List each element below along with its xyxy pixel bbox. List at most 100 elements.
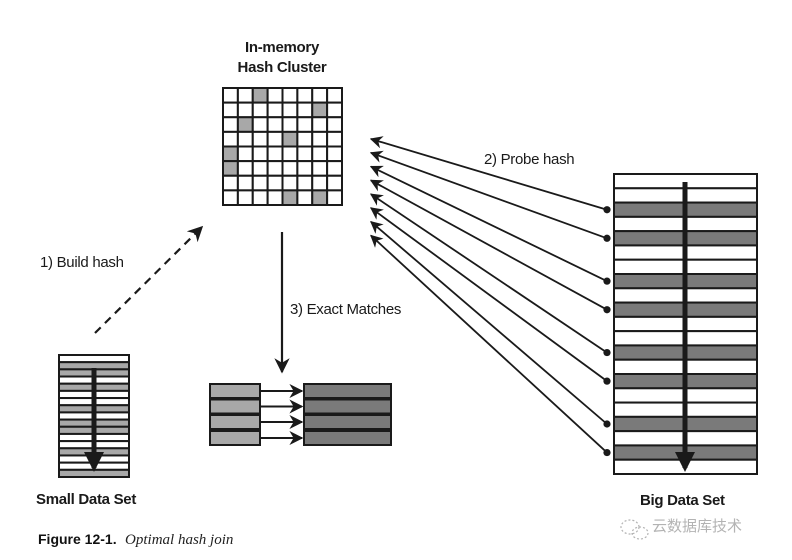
hash-cell bbox=[222, 101, 239, 119]
probe-arrow bbox=[369, 165, 608, 282]
hash-cell bbox=[222, 189, 239, 206]
hash-cell bbox=[266, 145, 284, 163]
build-hash-arrow bbox=[94, 225, 204, 334]
hash-cell bbox=[296, 174, 314, 192]
probe-arrow bbox=[369, 179, 608, 311]
hash-cell bbox=[266, 130, 284, 148]
hash-cell bbox=[251, 130, 269, 148]
watermark: 云数据库技术 bbox=[620, 517, 742, 540]
hash-cell bbox=[311, 101, 329, 119]
probe-arrow bbox=[369, 193, 608, 354]
watermark-text: 云数据库技术 bbox=[652, 517, 742, 535]
figure-number: Figure 12-1. bbox=[38, 531, 117, 547]
probe-source-dot bbox=[603, 348, 611, 357]
probe-arrow bbox=[369, 207, 608, 382]
match-left-row bbox=[209, 414, 261, 430]
probe-hash-label: 2) Probe hash bbox=[484, 151, 574, 168]
hash-cluster-title-line1: In-memory bbox=[245, 39, 320, 56]
probe-source-dot bbox=[603, 234, 611, 242]
hash-cell bbox=[281, 116, 299, 133]
hash-cell bbox=[251, 160, 269, 177]
hash-cell bbox=[281, 174, 299, 192]
small-data-set-table bbox=[58, 354, 130, 478]
hash-cell bbox=[251, 174, 269, 192]
hash-cell bbox=[296, 101, 314, 119]
hash-cell bbox=[281, 145, 299, 163]
hash-cell bbox=[236, 145, 254, 163]
hash-cell bbox=[326, 174, 343, 192]
data-row bbox=[58, 354, 130, 364]
hash-cell bbox=[326, 189, 343, 206]
hash-cell bbox=[222, 87, 239, 104]
hash-cell bbox=[311, 160, 329, 177]
hash-cell bbox=[251, 189, 269, 206]
match-right-row bbox=[303, 398, 392, 415]
hash-cell bbox=[281, 160, 299, 177]
small-data-set-label: Small Data Set bbox=[36, 491, 136, 508]
probe-source-dot bbox=[603, 448, 611, 457]
hash-cell bbox=[281, 189, 299, 206]
probe-source-dot bbox=[603, 306, 611, 314]
match-pairs bbox=[209, 383, 392, 446]
match-left-row bbox=[209, 398, 261, 415]
hash-cell bbox=[326, 87, 343, 104]
match-left-row bbox=[209, 383, 261, 399]
hash-cell bbox=[326, 145, 343, 163]
hash-cell bbox=[266, 116, 284, 133]
hash-cell bbox=[222, 130, 239, 148]
probe-arrow bbox=[370, 234, 608, 454]
probe-arrows bbox=[369, 136, 611, 457]
probe-source-dot bbox=[603, 206, 611, 214]
build-hash-label: 1) Build hash bbox=[40, 254, 124, 271]
hash-cell bbox=[266, 160, 284, 177]
hash-cell bbox=[281, 101, 299, 119]
hash-cell bbox=[222, 174, 239, 192]
hash-cell bbox=[236, 87, 254, 104]
hash-cell bbox=[236, 116, 254, 133]
probe-arrow bbox=[370, 220, 608, 425]
hash-cell bbox=[251, 87, 269, 104]
big-data-set-label: Big Data Set bbox=[640, 492, 725, 509]
hash-cell bbox=[326, 116, 343, 133]
hash-cell bbox=[311, 145, 329, 163]
wechat-icon bbox=[620, 519, 649, 540]
probe-source-dot bbox=[603, 377, 611, 385]
match-left-row bbox=[209, 430, 261, 446]
hash-cell bbox=[266, 101, 284, 119]
hash-cell bbox=[326, 101, 343, 119]
hash-cell bbox=[266, 174, 284, 192]
hash-cell bbox=[236, 130, 254, 148]
hash-cell bbox=[311, 174, 329, 192]
hash-cell bbox=[311, 116, 329, 133]
hash-cell bbox=[311, 189, 329, 206]
hash-cell bbox=[281, 87, 299, 104]
hash-cell bbox=[311, 130, 329, 148]
match-right-row bbox=[303, 414, 392, 430]
hash-cell bbox=[311, 87, 329, 104]
hash-cluster-title-line2: Hash Cluster bbox=[238, 59, 327, 76]
figure-title: Optimal hash join bbox=[125, 532, 233, 548]
hash-cell bbox=[326, 160, 343, 177]
data-row bbox=[58, 468, 130, 478]
hash-cell bbox=[296, 189, 314, 206]
match-right-row bbox=[303, 430, 392, 446]
hash-cell bbox=[236, 101, 254, 119]
hash-cell bbox=[222, 145, 239, 163]
hash-cell bbox=[296, 87, 314, 104]
hash-cell bbox=[296, 145, 314, 163]
probe-source-dot bbox=[603, 277, 611, 285]
hash-cell bbox=[222, 116, 239, 133]
hash-cell bbox=[281, 130, 299, 148]
hash-cell bbox=[296, 130, 314, 148]
hash-cell bbox=[326, 130, 343, 148]
probe-arrow bbox=[369, 150, 608, 240]
hash-cell bbox=[296, 116, 314, 133]
probe-source-dot bbox=[603, 420, 611, 428]
exact-matches-label: 3) Exact Matches bbox=[290, 301, 401, 318]
match-right-row bbox=[303, 383, 392, 399]
hash-cluster-grid bbox=[222, 87, 343, 206]
figure-caption: Figure 12-1. Optimal hash join bbox=[38, 531, 233, 548]
hash-cell bbox=[236, 160, 254, 177]
big-data-set-table bbox=[613, 173, 758, 476]
hash-cell bbox=[251, 145, 269, 163]
